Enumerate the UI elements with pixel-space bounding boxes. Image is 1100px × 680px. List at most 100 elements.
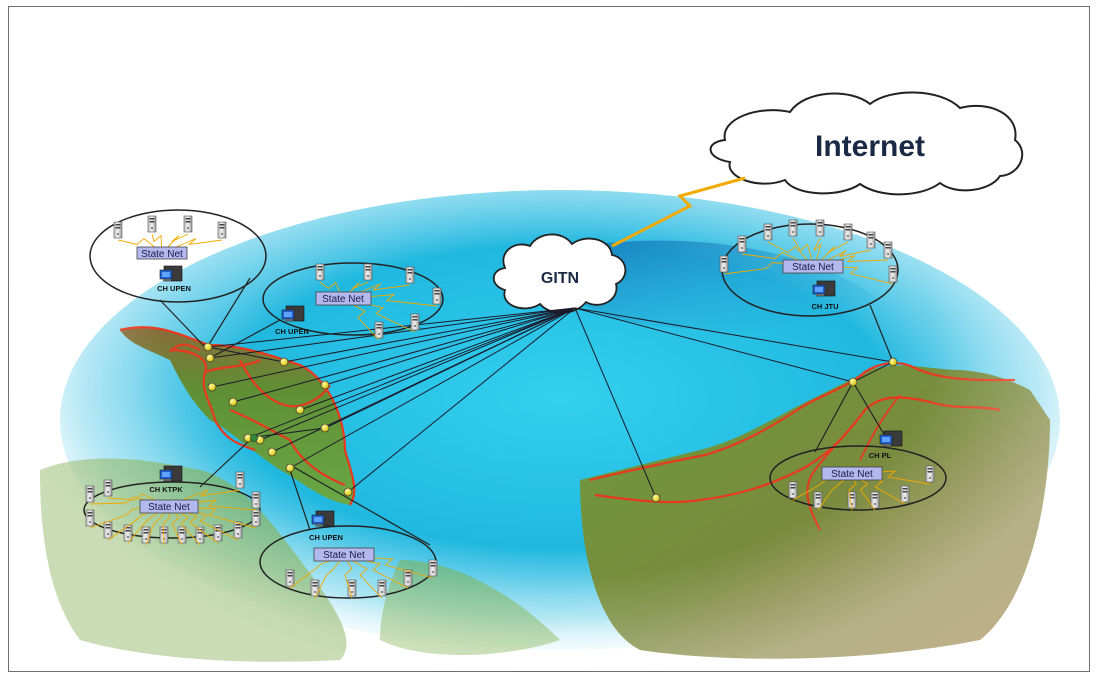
- state-net-label: State Net: [792, 262, 834, 273]
- state-net-label: State Net: [141, 249, 183, 260]
- internet-cloud[interactable]: Internet: [709, 91, 1024, 196]
- internet-gitn-link: [611, 176, 746, 248]
- pc-tower-icon: [900, 485, 910, 503]
- gitn-link-line: [324, 307, 576, 386]
- pc-tower-icon: [251, 491, 261, 509]
- pc-tower-icon: [103, 479, 113, 497]
- server-icon: [159, 465, 183, 482]
- pc-tower-icon: [374, 321, 384, 339]
- pc-tower-icon: [719, 255, 729, 273]
- wireless-link: [813, 241, 849, 268]
- gitn-link-line: [574, 307, 854, 383]
- state-net-box: [139, 499, 199, 514]
- gitn-label: GITN: [541, 270, 579, 287]
- server-icon: [311, 510, 335, 527]
- pc-tower-icon: [103, 521, 113, 539]
- server-icon: [159, 265, 183, 282]
- network-node[interactable]: [228, 397, 238, 407]
- state-net-box: [136, 246, 188, 260]
- pc-tower-icon: [410, 313, 420, 331]
- wireless-link: [161, 238, 223, 254]
- state-net-cluster-1[interactable]: State Net CH UPEN: [89, 209, 267, 348]
- pc-tower-icon: [405, 266, 415, 284]
- cluster-ch-label: CH PL: [869, 451, 892, 460]
- network-node[interactable]: [320, 380, 330, 390]
- pc-tower-icon: [310, 579, 320, 597]
- network-node[interactable]: [320, 423, 330, 433]
- pc-tower-icon: [403, 569, 413, 587]
- cluster-ch-label: CH UPEN: [157, 284, 191, 293]
- server-icon: [281, 305, 305, 322]
- network-node[interactable]: [343, 487, 353, 497]
- cluster-ch-label: CH UPEN: [309, 533, 343, 542]
- gitn-link-line: [347, 307, 576, 493]
- pc-tower-icon: [925, 465, 935, 483]
- network-node[interactable]: [279, 357, 289, 367]
- wireless-link: [813, 249, 872, 268]
- wireless-link: [151, 233, 163, 254]
- wireless-link: [792, 237, 815, 268]
- pc-tower-icon: [315, 263, 325, 281]
- network-node[interactable]: [848, 377, 858, 387]
- internet-label: Internet: [815, 130, 925, 163]
- pc-tower-icon: [85, 485, 95, 503]
- pc-tower-icon: [235, 471, 245, 489]
- pc-tower-icon: [233, 521, 243, 539]
- pc-tower-icon: [432, 287, 442, 305]
- wireless-link: [813, 237, 822, 268]
- state-net-cluster-5[interactable]: State Net CH JTU: [719, 219, 899, 363]
- server-icon: [812, 280, 836, 297]
- state-net-cluster-4[interactable]: State Net CH UPEN: [259, 464, 438, 599]
- network-node[interactable]: [295, 405, 305, 415]
- pc-tower-icon: [870, 491, 880, 509]
- network-node[interactable]: [285, 463, 295, 473]
- wireless-link: [767, 241, 815, 268]
- pc-tower-icon: [123, 524, 133, 542]
- gitn-link-line: [574, 307, 894, 363]
- state-net-box: [313, 547, 375, 562]
- gitn-link-line: [209, 307, 576, 359]
- pc-tower-icon: [843, 223, 853, 241]
- pc-tower-icon: [147, 215, 157, 233]
- state-net-label: State Net: [323, 550, 365, 561]
- pc-tower-icon: [788, 219, 798, 237]
- gitn-link-line: [574, 307, 657, 499]
- state-net-cluster-6[interactable]: State Net CH PL: [769, 381, 947, 511]
- gitn-link-line: [283, 307, 576, 363]
- wireless-link: [319, 281, 344, 300]
- pc-tower-icon: [113, 221, 123, 239]
- wireless-link: [342, 283, 411, 300]
- gitn-link-line: [232, 307, 576, 403]
- pc-tower-icon: [737, 235, 747, 253]
- network-node[interactable]: [250, 434, 258, 442]
- wireless-link: [343, 555, 353, 599]
- gitn-link-line: [247, 307, 576, 439]
- wireless-link: [167, 489, 241, 507]
- network-node[interactable]: [203, 342, 213, 352]
- pc-tower-icon: [85, 509, 95, 527]
- network-node[interactable]: [651, 493, 661, 503]
- gitn-link-line: [289, 307, 576, 469]
- pc-tower-icon: [866, 231, 876, 249]
- pc-tower-icon: [813, 491, 823, 509]
- state-net-cluster-2[interactable]: State Net CH UPEN: [209, 262, 444, 359]
- gitn-link-line: [211, 307, 576, 388]
- state-net-box: [821, 466, 883, 481]
- network-node[interactable]: [267, 447, 277, 457]
- pc-tower-icon: [888, 265, 898, 283]
- pc-tower-icon: [763, 223, 773, 241]
- state-net-cluster-3[interactable]: State Net CH KTPK: [83, 439, 261, 546]
- cluster-ch-label: CH UPEN: [275, 327, 309, 336]
- inter-node-line: [852, 361, 894, 383]
- gitn-cloud[interactable]: GITN: [492, 233, 627, 314]
- state-net-label: State Net: [831, 469, 873, 480]
- wireless-link: [314, 555, 345, 599]
- network-node[interactable]: [888, 357, 898, 367]
- network-node[interactable]: [205, 353, 215, 363]
- network-nodes: [203, 342, 898, 503]
- pc-tower-icon: [847, 491, 857, 509]
- wireless-link: [342, 281, 369, 300]
- pc-tower-icon: [428, 559, 438, 577]
- network-node[interactable]: [207, 382, 217, 392]
